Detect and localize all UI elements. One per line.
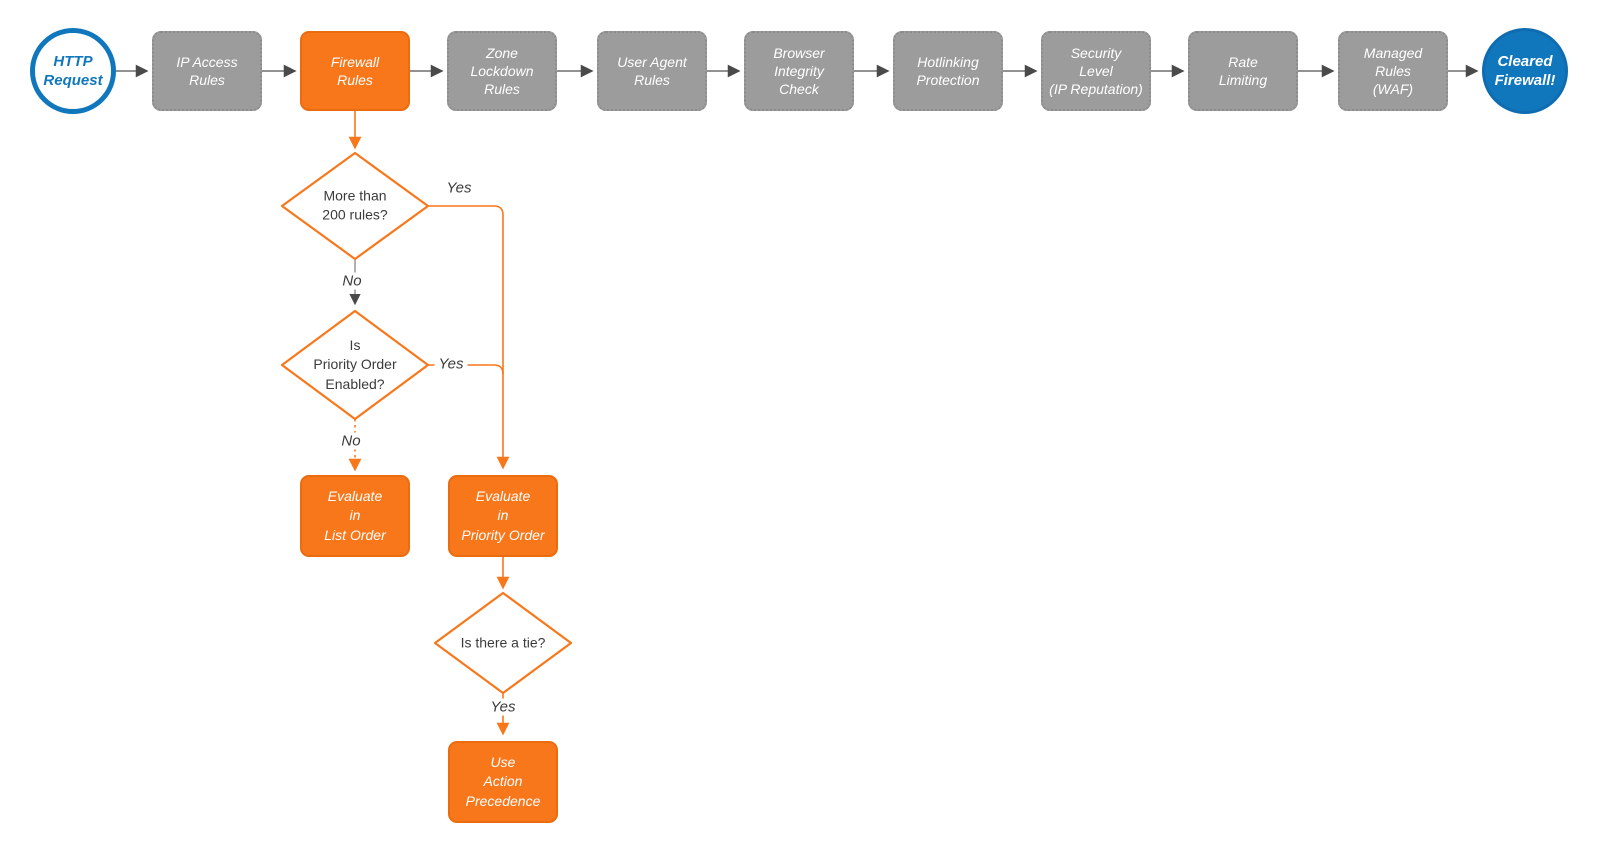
- step-label: Managed Rules (WAF): [1363, 44, 1423, 98]
- end-node-cleared-firewall: Cleared Firewall!: [1482, 28, 1568, 114]
- process-evaluate-priority-order: Evaluate in Priority Order: [448, 475, 558, 557]
- arrow-decision-200-yes-elbow: [428, 205, 510, 470]
- edge-label-yes-more-than-200: Yes: [446, 179, 472, 197]
- edge-label-no-more-than-200: No: [338, 272, 366, 290]
- step-label: Zone Lockdown Rules: [470, 44, 534, 98]
- process-label: Use Action Precedence: [465, 754, 541, 809]
- step-zone-lockdown-rules: Zone Lockdown Rules: [447, 31, 557, 111]
- step-firewall-rules: Firewall Rules: [300, 31, 410, 111]
- step-browser-integrity-check: Browser Integrity Check: [744, 31, 854, 111]
- decision-is-there-a-tie-shape: [433, 591, 573, 695]
- process-label: Evaluate in Priority Order: [461, 488, 545, 543]
- step-ip-access-rules: IP Access Rules: [152, 31, 262, 111]
- step-label: Hotlinking Protection: [916, 53, 980, 88]
- process-use-action-precedence: Use Action Precedence: [448, 741, 558, 823]
- arrow-decision-priority-yes-elbow: [428, 364, 504, 375]
- edge-label-yes-tie: Yes: [486, 698, 520, 716]
- step-rate-limiting: Rate Limiting: [1188, 31, 1298, 111]
- decision-more-than-200-rules-label: More than 200 rules?: [322, 187, 388, 223]
- decision-priority-order-enabled-label: Is Priority Order Enabled?: [313, 337, 397, 392]
- decision-is-there-a-tie-label: Is there a tie?: [460, 634, 546, 651]
- decision-more-than-200-rules-shape: [280, 151, 430, 261]
- step-label: User Agent Rules: [617, 53, 687, 88]
- edge-label-yes-priority-enabled: Yes: [434, 355, 468, 373]
- step-label: Firewall Rules: [330, 53, 380, 88]
- step-user-agent-rules: User Agent Rules: [597, 31, 707, 111]
- step-label: Rate Limiting: [1218, 53, 1268, 88]
- step-label: Security Level (IP Reputation): [1049, 44, 1143, 98]
- decision-priority-order-enabled-shape: [280, 309, 430, 421]
- step-security-level: Security Level (IP Reputation): [1041, 31, 1151, 111]
- start-node-http-request: HTTP Request: [30, 28, 116, 114]
- process-evaluate-list-order: Evaluate in List Order: [300, 475, 410, 557]
- end-node-label: Cleared Firewall!: [1494, 52, 1556, 90]
- edge-label-no-priority-enabled: No: [337, 432, 365, 450]
- start-node-label: HTTP Request: [43, 52, 103, 90]
- step-hotlinking-protection: Hotlinking Protection: [893, 31, 1003, 111]
- process-label: Evaluate in List Order: [324, 488, 386, 543]
- step-managed-rules-waf: Managed Rules (WAF): [1338, 31, 1448, 111]
- step-label: IP Access Rules: [176, 53, 238, 88]
- step-label: Browser Integrity Check: [773, 44, 825, 98]
